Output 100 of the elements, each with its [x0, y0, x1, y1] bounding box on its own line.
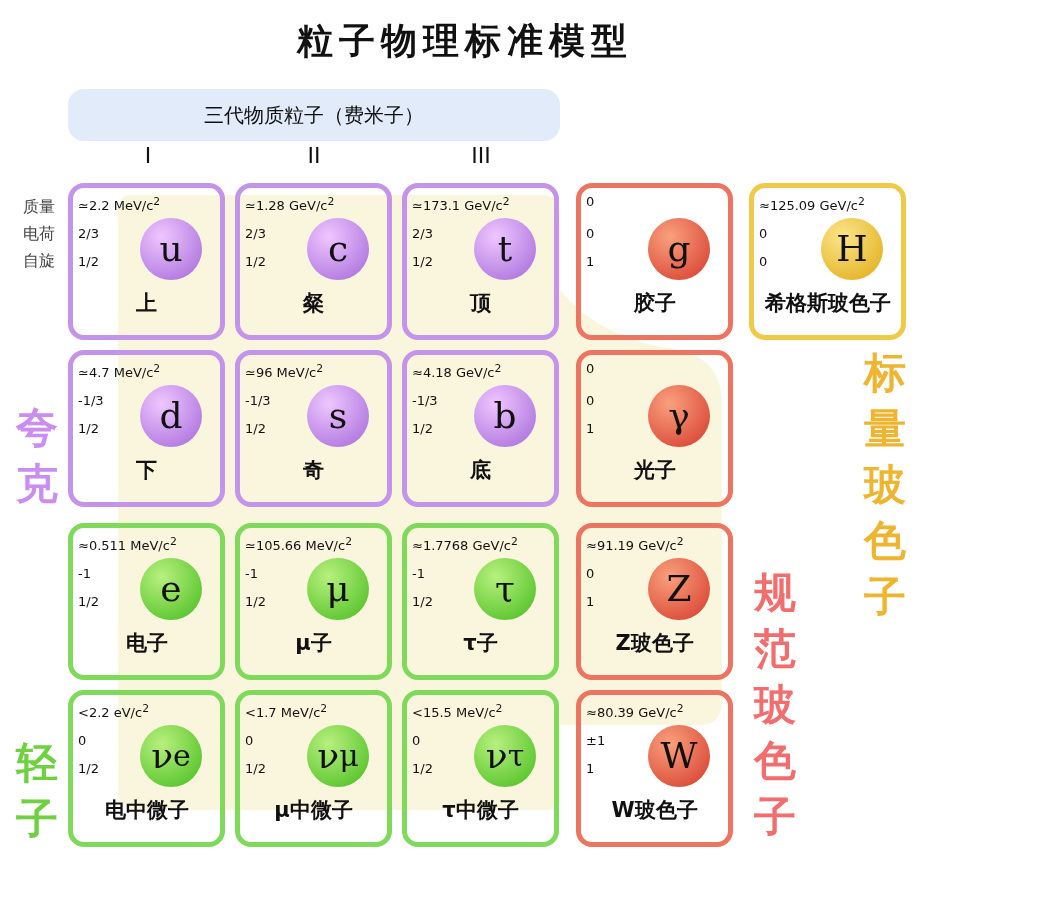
particle-name: 底: [469, 457, 492, 483]
particle-card: [235, 350, 392, 507]
mass-value: ≃105.66 MeV/c$^{2}$: [245, 534, 353, 555]
mass-value: ≈4.18 GeV/c$^{2}$: [412, 361, 502, 382]
charge-value: -1/3: [245, 393, 271, 409]
spin-value: 1/2: [412, 594, 433, 610]
particle-card: [68, 523, 225, 680]
group-label: 轻子: [14, 737, 59, 845]
mass-value: ≈125.09 GeV/c$^{2}$: [759, 194, 865, 215]
particle-card: [402, 523, 559, 680]
mass-value: ≃2.2 MeV/c$^{2}$: [78, 194, 161, 215]
particle-name: 上: [135, 290, 158, 316]
particle-card: [235, 523, 392, 680]
spin-value: 1/2: [78, 421, 99, 437]
particle-name: 奇: [302, 457, 325, 483]
spin-value: 1/2: [245, 421, 266, 437]
particle-name: 电子: [124, 630, 169, 656]
particle-name: Z玻色子: [614, 630, 695, 656]
group-label: 夸克: [15, 402, 59, 510]
row-label: 电荷: [22, 223, 56, 245]
particle-name: μ子: [294, 630, 333, 656]
mass-value: ≈0.511 MeV/c$^{2}$: [78, 534, 177, 555]
group-label: 规范玻色子: [752, 567, 797, 843]
generation-label: II: [306, 142, 322, 170]
particle-card: [235, 690, 392, 847]
spin-value: 1/2: [245, 761, 266, 777]
mass-value: ≃4.7 MeV/c$^{2}$: [78, 361, 161, 382]
charge-value: 0: [586, 226, 595, 242]
mass-value: ≈1.7768 GeV/c$^{2}$: [412, 534, 518, 555]
charge-value: -1: [412, 566, 425, 582]
particle-card: [402, 690, 559, 847]
particle-name: τ中微子: [441, 797, 520, 823]
charge-value: 0: [78, 733, 87, 749]
title: 粒子物理标准模型: [295, 19, 634, 63]
spin-value: 1/2: [412, 254, 433, 270]
particle-name: 光子: [632, 457, 677, 483]
mass-value: ≃173.1 GeV/c$^{2}$: [412, 194, 510, 215]
particle-card: [68, 690, 225, 847]
particle-card: [235, 183, 392, 340]
mass-value: ≃1.28 GeV/c$^{2}$: [245, 194, 335, 215]
particle-card: [576, 523, 733, 680]
mass-value: <1.7 MeV/c$^{2}$: [245, 701, 328, 722]
charge-value: 0: [586, 566, 595, 582]
charge-value: -1: [78, 566, 91, 582]
charge-value: 2/3: [78, 226, 99, 242]
charge-value: 0: [412, 733, 421, 749]
spin-value: 1: [586, 421, 595, 437]
charge-value: -1/3: [412, 393, 438, 409]
spin-value: 1/2: [78, 761, 99, 777]
generation-label: I: [143, 142, 153, 170]
spin-value: 1/2: [245, 254, 266, 270]
mass-value: ≈91.19 GeV/c$^{2}$: [586, 534, 684, 555]
particle-card: [402, 350, 559, 507]
mass-value: <15.5 MeV/c$^{2}$: [412, 701, 503, 722]
charge-value: -1/3: [78, 393, 104, 409]
particle-card: [68, 350, 225, 507]
row-label: 质量: [22, 196, 56, 218]
spin-value: 0: [759, 254, 768, 270]
particle-name: 胶子: [632, 290, 677, 316]
spin-value: 1/2: [78, 594, 99, 610]
charge-value: 2/3: [245, 226, 266, 242]
spin-value: 1: [586, 761, 595, 777]
mass-value: 0: [586, 361, 595, 377]
charge-value: 0: [759, 226, 768, 242]
particle-name: W玻色子: [610, 797, 699, 823]
spin-value: 1/2: [78, 254, 99, 270]
particle-card: [402, 183, 559, 340]
charge-value: 2/3: [412, 226, 433, 242]
particle-name: 电中微子: [103, 797, 190, 823]
particle-circle: g: [648, 218, 710, 280]
row-label: 自旋: [22, 250, 56, 272]
header-band: 三代物质粒子（费米子）: [68, 89, 560, 141]
mass-value: <2.2 eV/c$^{2}$: [78, 701, 149, 722]
spin-value: 1: [586, 594, 595, 610]
spin-value: 1/2: [245, 594, 266, 610]
particle-name: μ中微子: [273, 797, 354, 823]
particle-name: 下: [135, 457, 158, 483]
particle-name: τ子: [462, 630, 499, 656]
generation-label: III: [470, 142, 492, 170]
mass-value: ≃96 MeV/c$^{2}$: [245, 361, 324, 382]
particle-card: [576, 183, 733, 340]
charge-value: -1: [245, 566, 258, 582]
spin-value: 1/2: [412, 761, 433, 777]
particle-card: [576, 350, 733, 507]
particle-circle: W: [648, 725, 710, 787]
particle-name: 粲: [302, 290, 325, 316]
particle-name: 希格斯玻色子: [763, 290, 892, 316]
particle-name: 顶: [468, 290, 492, 316]
charge-value: 0: [586, 393, 595, 409]
spin-value: 1: [586, 254, 595, 270]
charge-value: 0: [245, 733, 254, 749]
charge-value: ±1: [586, 733, 606, 749]
mass-value: 0: [586, 194, 595, 210]
mass-value: ≈80.39 GeV/c$^{2}$: [586, 701, 684, 722]
group-label: 标量玻色子: [862, 347, 907, 623]
particle-card: [68, 183, 225, 340]
particle-card: [749, 183, 906, 340]
particle-circle: H: [821, 218, 883, 280]
spin-value: 1/2: [412, 421, 433, 437]
particle-card: [576, 690, 733, 847]
